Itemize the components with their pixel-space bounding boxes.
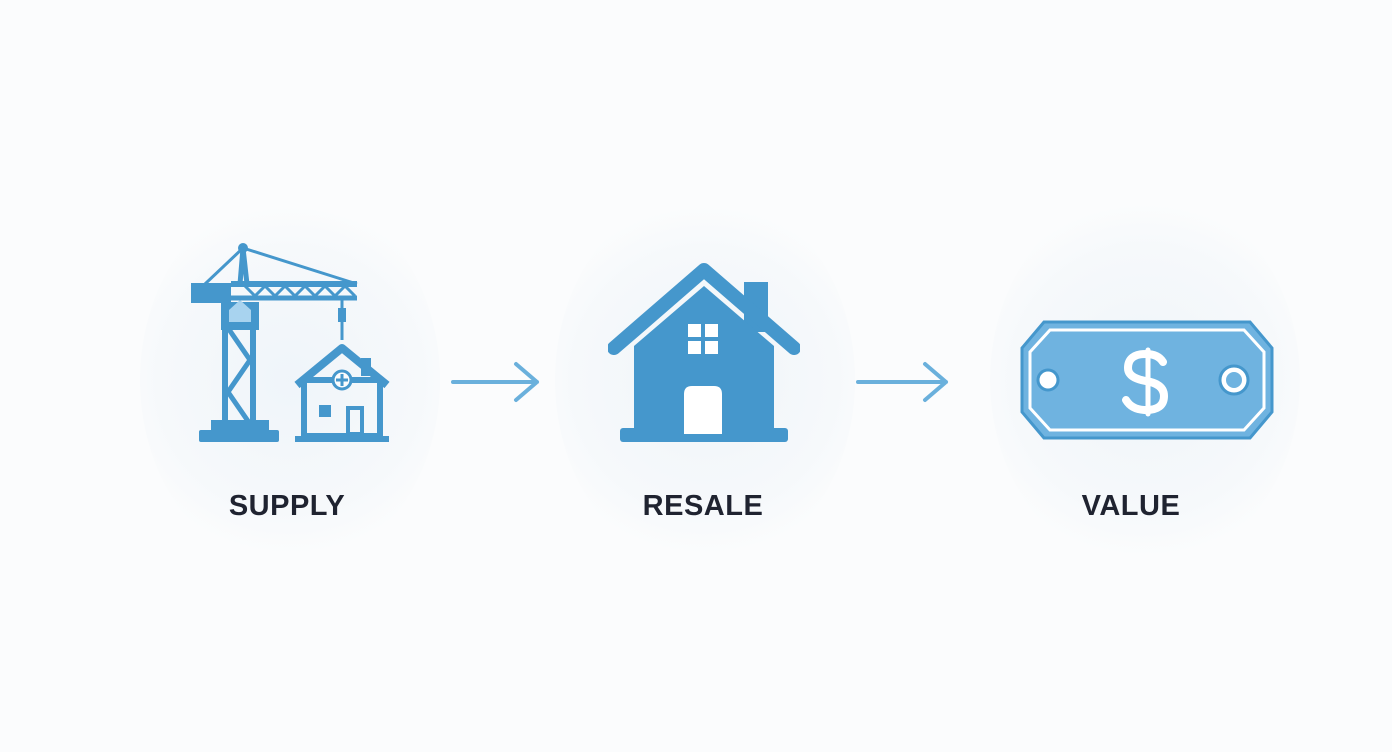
house-icon (608, 263, 800, 442)
supply-halo (140, 190, 440, 570)
dollar-price-tag-icon (1020, 320, 1274, 440)
arrow-right-icon (451, 362, 539, 402)
step-label: SUPPLY (228, 490, 346, 522)
dollar-sign-icon (1122, 347, 1169, 417)
arrow-right-icon (856, 362, 948, 402)
construction-crane-house-icon (191, 243, 390, 442)
step-label: VALUE (1081, 490, 1181, 522)
step-label: RESALE (642, 490, 764, 522)
